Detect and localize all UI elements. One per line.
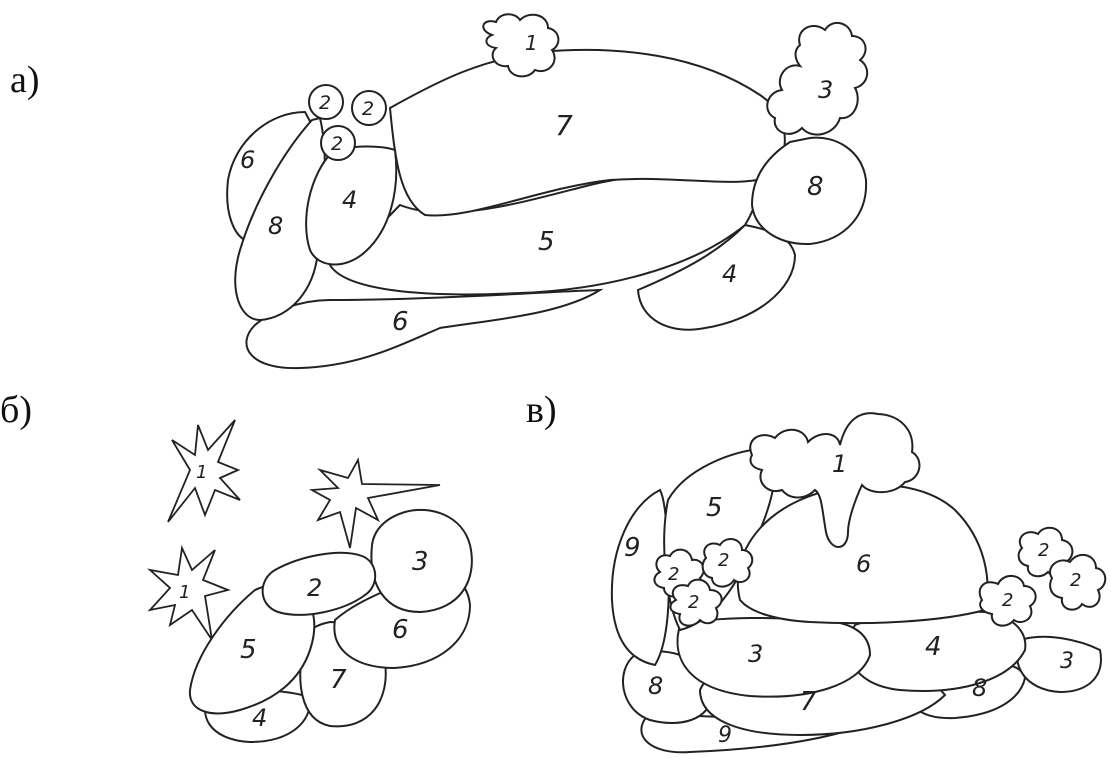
label-a-4-left: 4 bbox=[342, 186, 357, 214]
label-a-6-bottom: 6 bbox=[392, 307, 409, 337]
label-b-2: 2 bbox=[307, 574, 322, 602]
label-v-2b: 2 bbox=[718, 550, 729, 571]
label-b-1-bottom: 1 bbox=[179, 582, 190, 603]
label-a-8-left: 8 bbox=[268, 212, 283, 240]
label-a-5: 5 bbox=[538, 227, 555, 257]
label-a-2b: 2 bbox=[362, 98, 374, 120]
label-v-2e: 2 bbox=[1038, 540, 1049, 561]
label-v-2a: 2 bbox=[668, 564, 679, 585]
label-v-9-bottom: 9 bbox=[718, 723, 732, 748]
label-v-2f: 2 bbox=[1070, 570, 1081, 591]
label-a-3: 3 bbox=[818, 76, 833, 104]
panel-v: 1 2 2 2 2 2 2 3 3 4 5 6 7 8 8 9 9 bbox=[612, 413, 1105, 752]
label-v-3: 3 bbox=[748, 640, 763, 668]
label-a-2c: 2 bbox=[331, 133, 343, 155]
label-a-8-right: 8 bbox=[807, 172, 824, 202]
label-v-6: 6 bbox=[856, 550, 871, 578]
label-a-1: 1 bbox=[525, 31, 538, 55]
label-v-7: 7 bbox=[800, 687, 817, 717]
region-6-bottom bbox=[246, 290, 600, 368]
label-v-2d: 2 bbox=[1002, 590, 1013, 611]
label-b-6: 6 bbox=[392, 615, 409, 645]
label-v-8-left: 8 bbox=[648, 672, 663, 700]
label-v-3-right: 3 bbox=[1060, 649, 1074, 674]
label-b-3: 3 bbox=[412, 547, 429, 577]
label-b-4: 4 bbox=[252, 704, 267, 732]
label-b-1-top: 1 bbox=[196, 462, 207, 483]
label-v-1: 1 bbox=[832, 450, 847, 478]
label-v-8-right: 8 bbox=[972, 674, 987, 702]
label-a-4-right: 4 bbox=[722, 260, 737, 288]
label-a-2a: 2 bbox=[319, 92, 331, 114]
label-v-2c: 2 bbox=[688, 592, 699, 613]
label-b-7: 7 bbox=[330, 665, 347, 695]
region-v-3-right bbox=[1017, 637, 1101, 692]
label-b-5: 5 bbox=[240, 635, 257, 665]
panel-a: 1 2 2 2 3 4 4 5 6 6 7 8 8 bbox=[227, 14, 867, 368]
label-v-9-left: 9 bbox=[624, 533, 641, 563]
label-v-5: 5 bbox=[706, 493, 723, 523]
label-a-7: 7 bbox=[555, 109, 573, 142]
panel-b: 1 1 2 3 4 5 6 7 bbox=[150, 420, 472, 742]
label-v-4: 4 bbox=[925, 632, 942, 662]
label-a-6-left: 6 bbox=[240, 146, 255, 174]
